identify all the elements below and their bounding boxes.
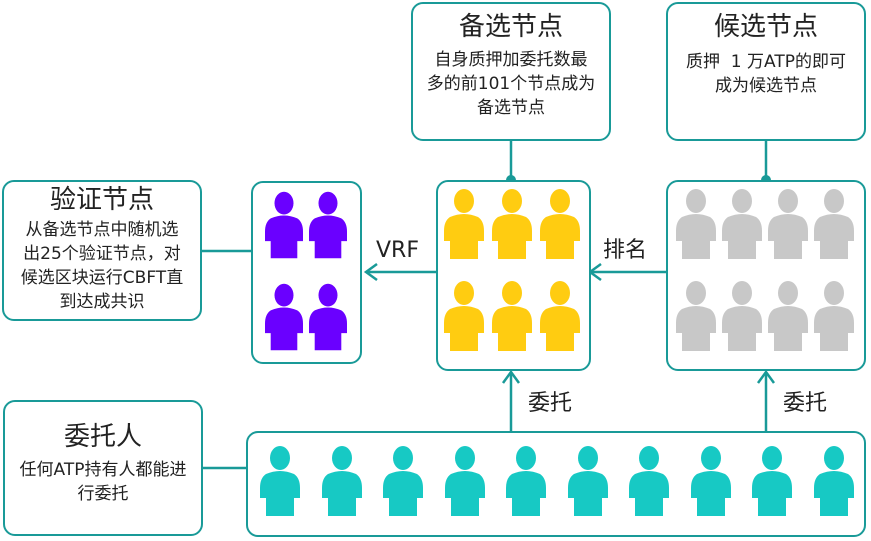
candidate-person-icon bbox=[768, 281, 808, 351]
desc-line: 多的前101个节点成为 bbox=[426, 74, 596, 94]
delegator-person-icon bbox=[813, 446, 854, 516]
desc-line: 成为候选节点 bbox=[715, 76, 817, 96]
validator-nodes-group bbox=[251, 181, 362, 364]
delegate-label-right: 委托 bbox=[783, 391, 828, 416]
desc-line: 候选区块运行CBFT直 bbox=[20, 268, 184, 288]
standby-node-desc-box: 备选节点 自身质押加委托数最 多的前101个节点成为 备选节点 bbox=[411, 2, 611, 141]
desc-line: 任何ATP持有人都能进 bbox=[19, 460, 187, 480]
delegator-person-icon bbox=[506, 446, 546, 516]
standby-person-icon bbox=[492, 189, 532, 259]
candidate-person-icon bbox=[814, 189, 854, 259]
standby-node-title: 备选节点 bbox=[458, 12, 563, 42]
validator-node-title: 验证节点 bbox=[49, 185, 154, 215]
standby-person-icon bbox=[444, 281, 484, 351]
delegator-person-icon bbox=[260, 446, 300, 516]
candidate-person-icon bbox=[814, 281, 854, 351]
candidate-person-icon bbox=[676, 189, 716, 259]
candidate-person-icon bbox=[768, 189, 808, 259]
delegator-desc-box: 委托人 任何ATP持有人都能进 行委托 bbox=[3, 400, 203, 536]
standby-person-icon bbox=[492, 281, 532, 351]
rank-label: 排名 bbox=[603, 238, 648, 263]
delegator-person-icon bbox=[752, 446, 792, 516]
delegator-person-icon bbox=[383, 446, 423, 516]
delegator-title: 委托人 bbox=[63, 422, 142, 452]
vrf-label: VRF bbox=[376, 238, 419, 263]
desc-line: 自身质押加委托数最 bbox=[434, 50, 588, 70]
standby-person-icon bbox=[444, 189, 484, 259]
standby-person-icon bbox=[540, 281, 580, 351]
delegator-person-icon bbox=[690, 446, 731, 516]
candidate-node-title: 候选节点 bbox=[713, 12, 818, 42]
candidate-person-icon bbox=[722, 189, 762, 259]
validator-node-desc: 从备选节点中随机选 出25个验证节点，对 候选区块运行CBFT直 到达成共识 bbox=[4, 218, 200, 314]
delegator-person-icon bbox=[629, 446, 669, 516]
delegate-label-left: 委托 bbox=[528, 391, 573, 416]
desc-line: 出25个验证节点，对 bbox=[23, 244, 181, 264]
delegator-desc: 任何ATP持有人都能进 行委托 bbox=[5, 458, 201, 506]
candidate-node-desc: 质押 1 万ATP的即可 成为候选节点 bbox=[668, 50, 864, 98]
delegator-person-icon bbox=[567, 446, 608, 516]
standby-node-desc: 自身质押加委托数最 多的前101个节点成为 备选节点 bbox=[413, 48, 609, 120]
delegator-person-icon bbox=[444, 446, 485, 516]
delegator-person-icon bbox=[321, 446, 362, 516]
validator-person-icon bbox=[309, 191, 347, 259]
standby-person-icon bbox=[540, 189, 580, 259]
candidate-person-icon bbox=[676, 281, 716, 351]
desc-line: 质押 1 万ATP的即可 bbox=[686, 52, 846, 72]
validator-person-icon bbox=[309, 283, 347, 351]
desc-line: 到达成共识 bbox=[59, 292, 145, 312]
desc-line: 从备选节点中随机选 bbox=[25, 220, 179, 240]
validator-person-icon bbox=[265, 191, 303, 259]
candidate-node-desc-box: 候选节点 质押 1 万ATP的即可 成为候选节点 bbox=[666, 2, 866, 141]
validator-person-icon bbox=[265, 283, 303, 351]
validator-node-desc-box: 验证节点 从备选节点中随机选 出25个验证节点，对 候选区块运行CBFT直 到达… bbox=[2, 180, 202, 321]
candidate-person-icon bbox=[722, 281, 762, 351]
desc-line: 行委托 bbox=[77, 484, 129, 504]
desc-line: 备选节点 bbox=[477, 98, 545, 118]
